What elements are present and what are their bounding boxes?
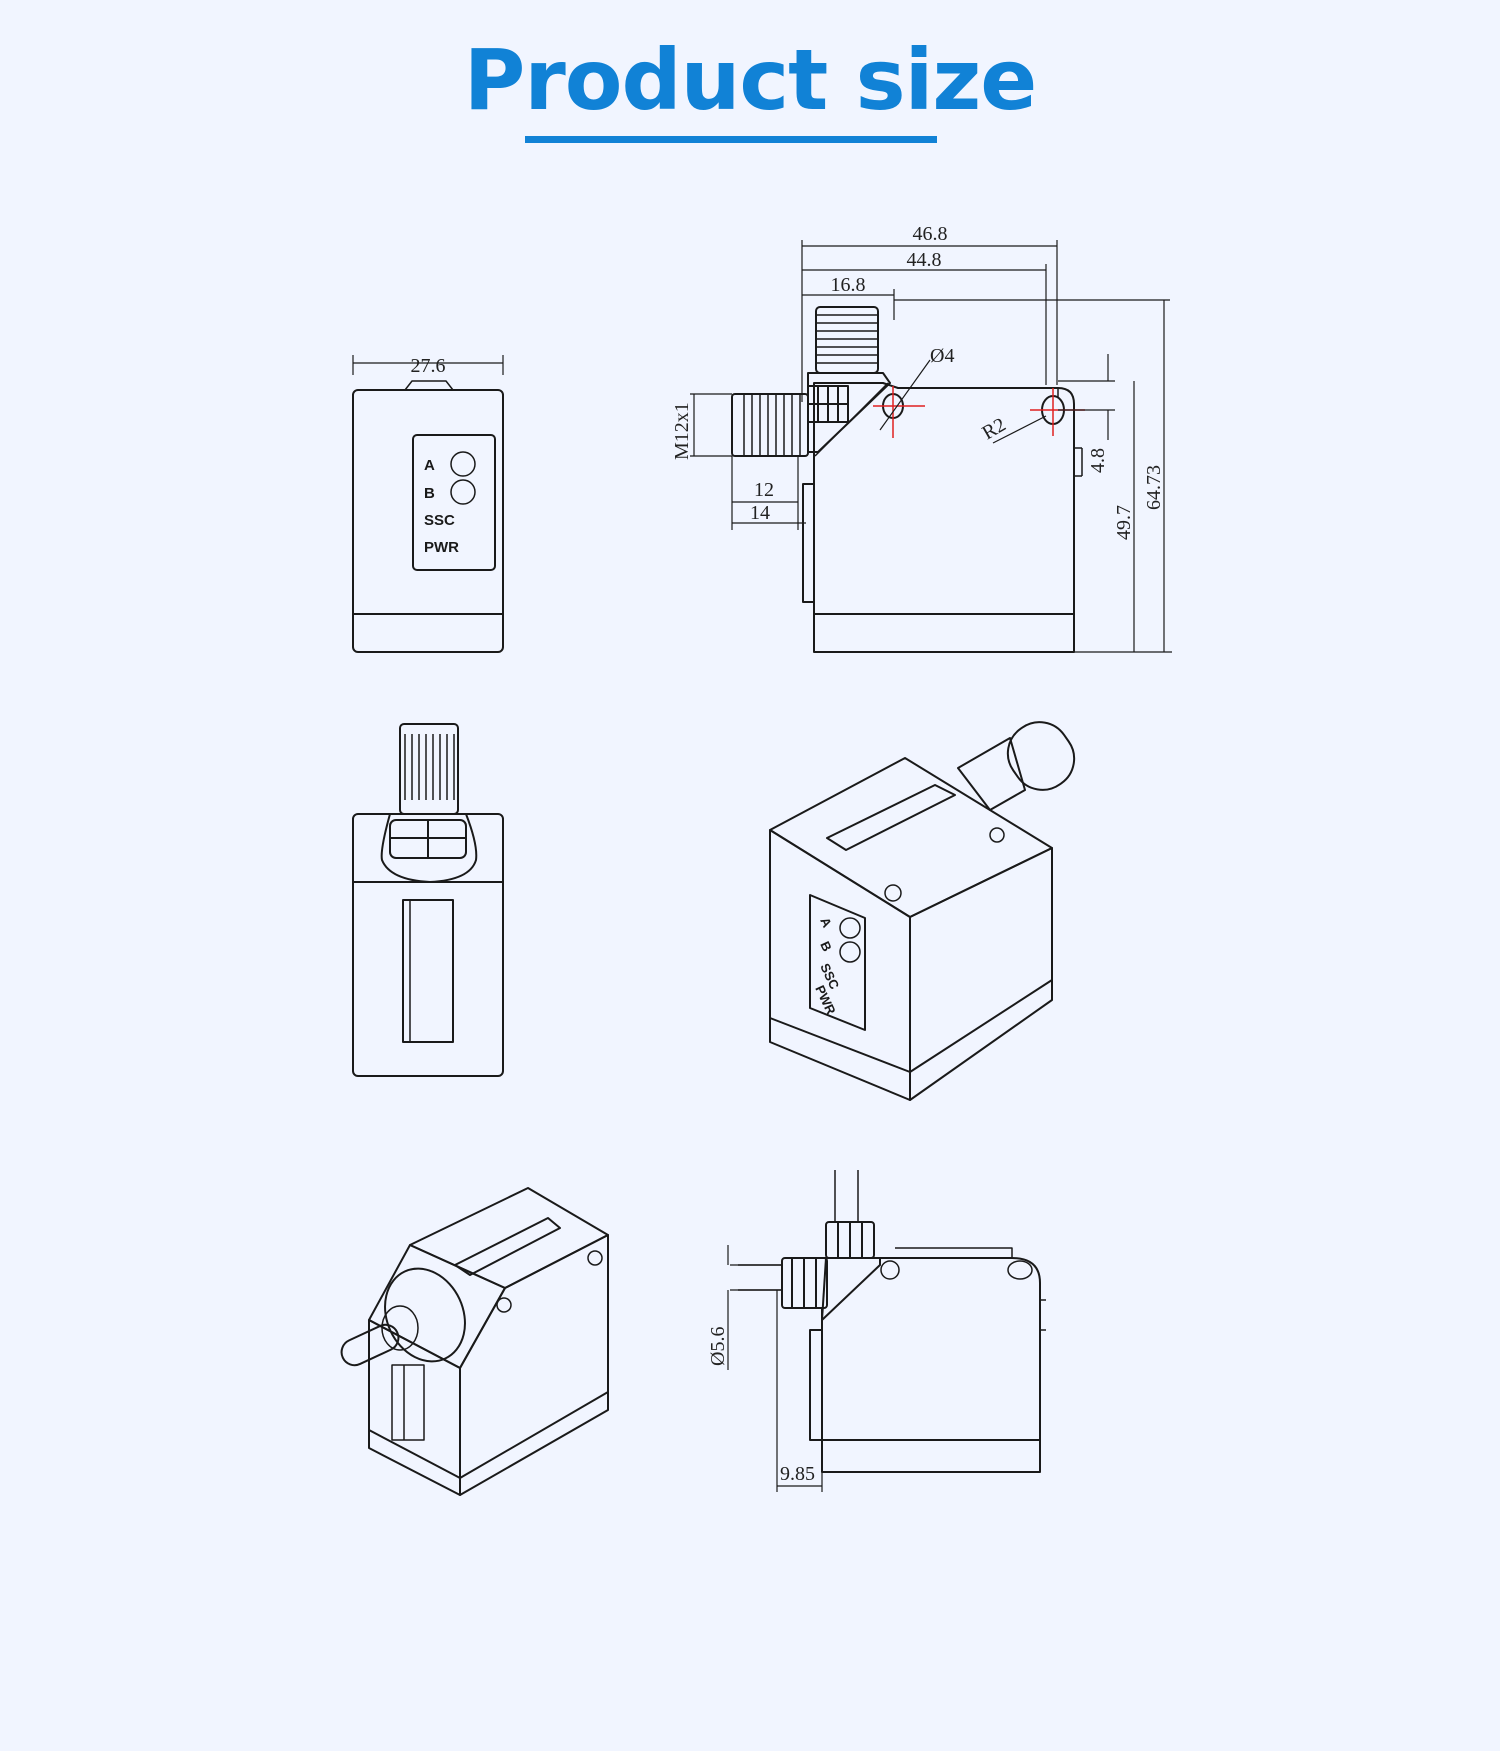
front-view: 27.6 A B SSC PWR	[352, 355, 504, 653]
iso-label-b: B	[817, 939, 835, 954]
cable-side-view: Ø5.6 9.85	[707, 1170, 1046, 1492]
iso-label-a: A	[817, 915, 835, 930]
dim-hole-spacing: 44.8	[907, 249, 942, 271]
front-label-b: B	[424, 485, 435, 502]
dim-body-height: 49.7	[1113, 505, 1135, 540]
front-label-a: A	[424, 457, 435, 474]
dim-thread-len-a: 12	[754, 479, 774, 501]
left-connector	[731, 393, 809, 457]
dim-radius: R2	[979, 414, 1010, 445]
back-view	[352, 723, 504, 1077]
dim-cable-diameter: Ø5.6	[707, 1327, 729, 1366]
iso-view: A B SSC PWR	[769, 721, 1076, 1101]
side-view: 46.8 44.8 16.8	[671, 223, 1172, 653]
dim-overall-width: 46.8	[913, 223, 948, 245]
front-label-ssc: SSC	[424, 512, 455, 529]
dim-hole-offset: 4.8	[1087, 448, 1109, 473]
top-connector	[815, 306, 879, 374]
dim-hole-diameter: Ø4	[930, 345, 954, 367]
dim-overall-height: 64.73	[1143, 465, 1165, 510]
dim-thread: M12x1	[671, 402, 693, 460]
front-label-pwr: PWR	[424, 539, 459, 556]
dim-cable-offset: 9.85	[780, 1463, 815, 1485]
title-underline	[525, 136, 937, 143]
iso-cable-view	[340, 1187, 609, 1496]
dim-connector-offset: 16.8	[831, 274, 866, 296]
front-width-label: 27.6	[411, 355, 446, 377]
page-title: Product size	[463, 31, 1037, 129]
dim-thread-len-b: 14	[750, 502, 770, 524]
